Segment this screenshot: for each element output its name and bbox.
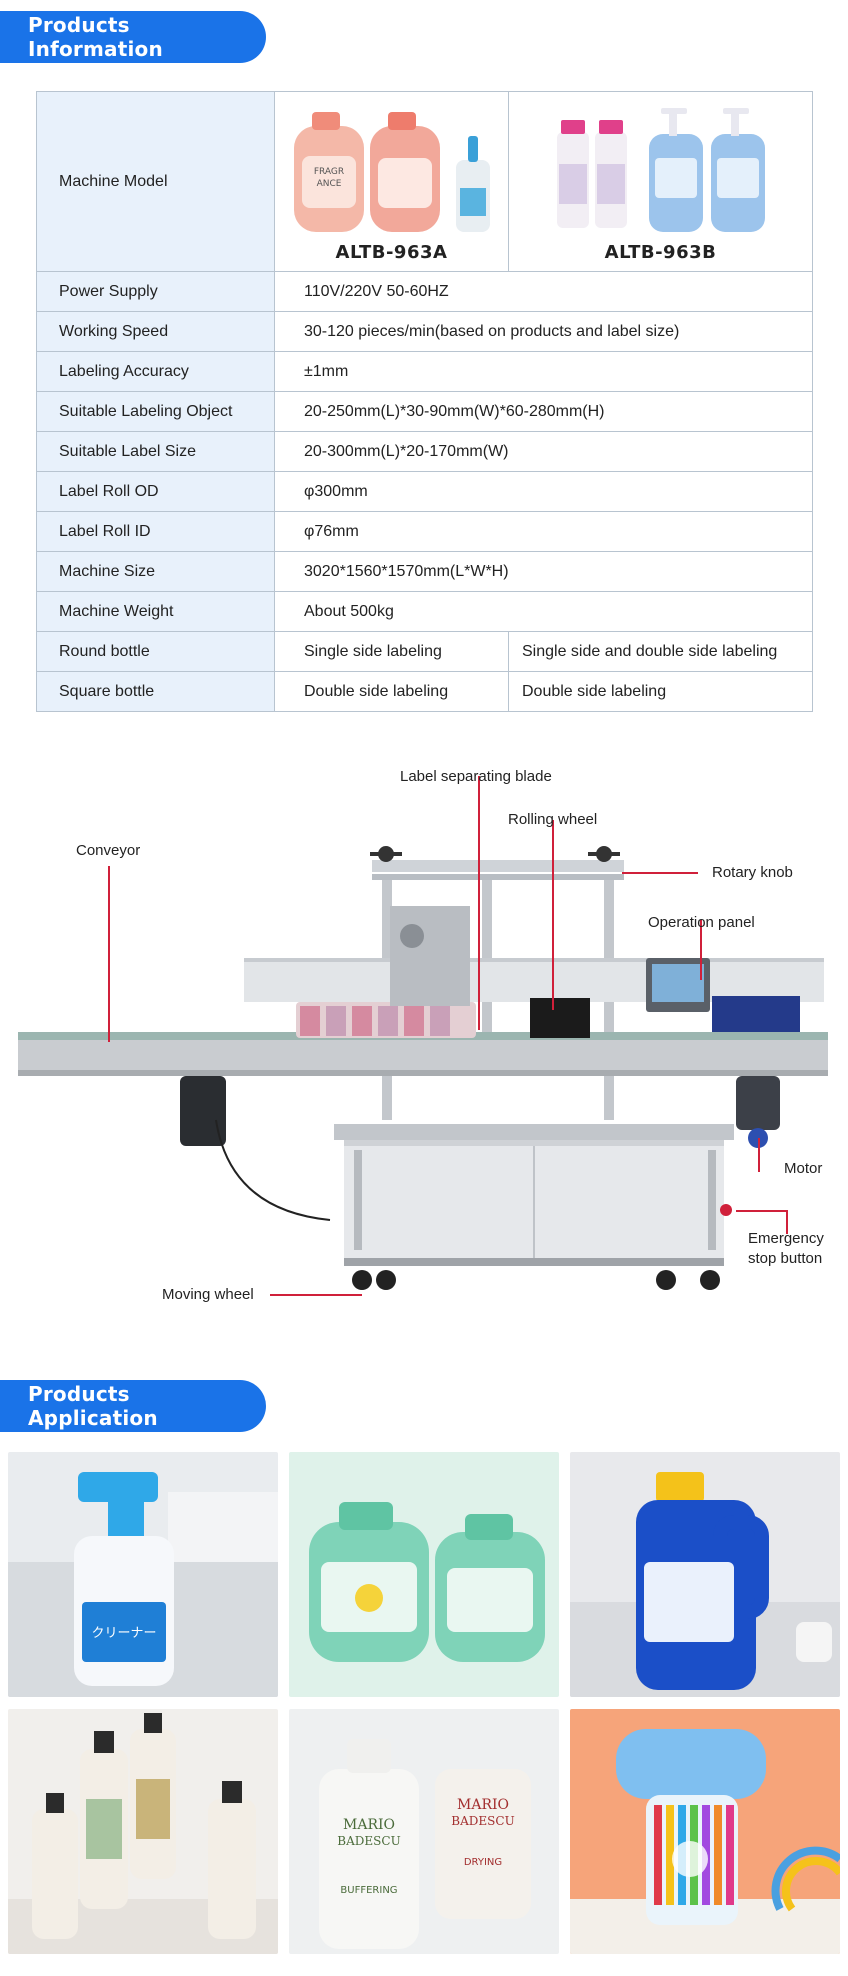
spec-value: About 500kg bbox=[274, 591, 813, 632]
spec-value: 20-250mm(L)*30-90mm(W)*60-280mm(H) bbox=[274, 391, 813, 432]
spec-value: ±1mm bbox=[274, 351, 813, 392]
spec-label: Machine Model bbox=[36, 91, 275, 272]
spec-label: Round bottle bbox=[36, 631, 275, 672]
spec-label: Machine Weight bbox=[36, 591, 275, 632]
spec-label: Square bottle bbox=[36, 671, 275, 712]
application-image-detergent bbox=[289, 1452, 559, 1697]
table-row: Labeling Accuracy ±1mm bbox=[36, 351, 813, 392]
cleaner-label-text: クリーナー bbox=[91, 1626, 156, 1641]
callout-emergency-stop-line2: stop button bbox=[748, 1250, 823, 1267]
table-row: Power Supply 110V/220V 50-60HZ bbox=[36, 271, 813, 312]
table-row: Machine Weight About 500kg bbox=[36, 591, 813, 632]
svg-text:FRAGR: FRAGR bbox=[313, 167, 343, 177]
spec-value-a: Single side labeling bbox=[274, 631, 509, 672]
model-a-cell: FRAGR ANCE ALTB-963A bbox=[274, 91, 509, 272]
application-image-spray-cleaner: クリーナー bbox=[8, 1452, 278, 1697]
table-row: Working Speed 30-120 pieces/min(based on… bbox=[36, 311, 813, 352]
spec-value: φ76mm bbox=[274, 511, 813, 552]
spec-label: Labeling Accuracy bbox=[36, 351, 275, 392]
spec-value-a: Double side labeling bbox=[274, 671, 509, 712]
mario-text-1: MARIO bbox=[343, 1817, 395, 1833]
spec-label: Suitable Labeling Object bbox=[36, 391, 275, 432]
spec-value: 20-300mm(L)*20-170mm(W) bbox=[274, 431, 813, 472]
badescu-text-2: BADESCU bbox=[451, 1814, 514, 1828]
spec-label: Suitable Label Size bbox=[36, 431, 275, 472]
buffering-text: BUFFERING bbox=[340, 1885, 397, 1896]
table-row: Round bottle Single side labeling Single… bbox=[36, 631, 813, 672]
table-row: Suitable Labeling Object 20-250mm(L)*30-… bbox=[36, 391, 813, 432]
section-title-products-information: Products Information bbox=[0, 11, 266, 63]
model-a-name: ALTB-963A bbox=[335, 242, 448, 263]
spec-label: Machine Size bbox=[36, 551, 275, 592]
drying-text: DRYING bbox=[464, 1857, 502, 1868]
table-row-model: Machine Model FRAGR ANCE bbox=[36, 91, 813, 272]
spec-value: φ300mm bbox=[274, 471, 813, 512]
spec-label: Power Supply bbox=[36, 271, 275, 312]
table-row: Label Roll OD φ300mm bbox=[36, 471, 813, 512]
application-image-marker-jar bbox=[570, 1709, 840, 1954]
callout-conveyor: Conveyor bbox=[76, 842, 141, 859]
spec-table: Machine Model FRAGR ANCE bbox=[36, 91, 813, 712]
callout-emergency-stop-line1: Emergency bbox=[748, 1230, 824, 1247]
svg-text:ANCE: ANCE bbox=[316, 179, 341, 189]
application-image-lotion-bottles: MARIO BADESCU BUFFERING MARIO BADESCU DR… bbox=[289, 1709, 559, 1954]
callout-operation-panel: Operation panel bbox=[648, 914, 755, 931]
callout-label-separating-blade: Label separating blade bbox=[400, 768, 552, 785]
spec-label: Working Speed bbox=[36, 311, 275, 352]
spec-value-b: Single side and double side labeling bbox=[508, 631, 813, 672]
spec-label: Label Roll OD bbox=[36, 471, 275, 512]
model-b-bottles-image bbox=[509, 104, 812, 234]
badescu-text-1: BADESCU bbox=[337, 1834, 400, 1848]
callout-moving-wheel: Moving wheel bbox=[162, 1286, 254, 1303]
callout-rolling-wheel: Rolling wheel bbox=[508, 811, 598, 828]
table-row: Square bottle Double side labeling Doubl… bbox=[36, 671, 813, 712]
spec-value: 3020*1560*1570mm(L*W*H) bbox=[274, 551, 813, 592]
application-image-shampoo-bottles bbox=[8, 1709, 278, 1954]
model-b-name: ALTB-963B bbox=[604, 242, 717, 263]
mario-text-2: MARIO bbox=[457, 1797, 509, 1813]
spec-value: 110V/220V 50-60HZ bbox=[274, 271, 813, 312]
spec-label: Label Roll ID bbox=[36, 511, 275, 552]
callout-rotary-knob: Rotary knob bbox=[712, 864, 793, 881]
model-a-bottles-image: FRAGR ANCE bbox=[275, 104, 508, 234]
callout-motor: Motor bbox=[784, 1160, 823, 1177]
table-row: Label Roll ID φ76mm bbox=[36, 511, 813, 552]
table-row: Suitable Label Size 20-300mm(L)*20-170mm… bbox=[36, 431, 813, 472]
spec-value-b: Double side labeling bbox=[508, 671, 813, 712]
model-b-cell: ALTB-963B bbox=[508, 91, 813, 272]
application-image-blue-bottle bbox=[570, 1452, 840, 1697]
machine-diagram: Label separating blade Rolling wheel Con… bbox=[0, 740, 848, 1340]
table-row: Machine Size 3020*1560*1570mm(L*W*H) bbox=[36, 551, 813, 592]
section-title-products-application: Products Application bbox=[0, 1380, 266, 1432]
labeling-machine-image bbox=[18, 846, 828, 1290]
spec-value: 30-120 pieces/min(based on products and … bbox=[274, 311, 813, 352]
